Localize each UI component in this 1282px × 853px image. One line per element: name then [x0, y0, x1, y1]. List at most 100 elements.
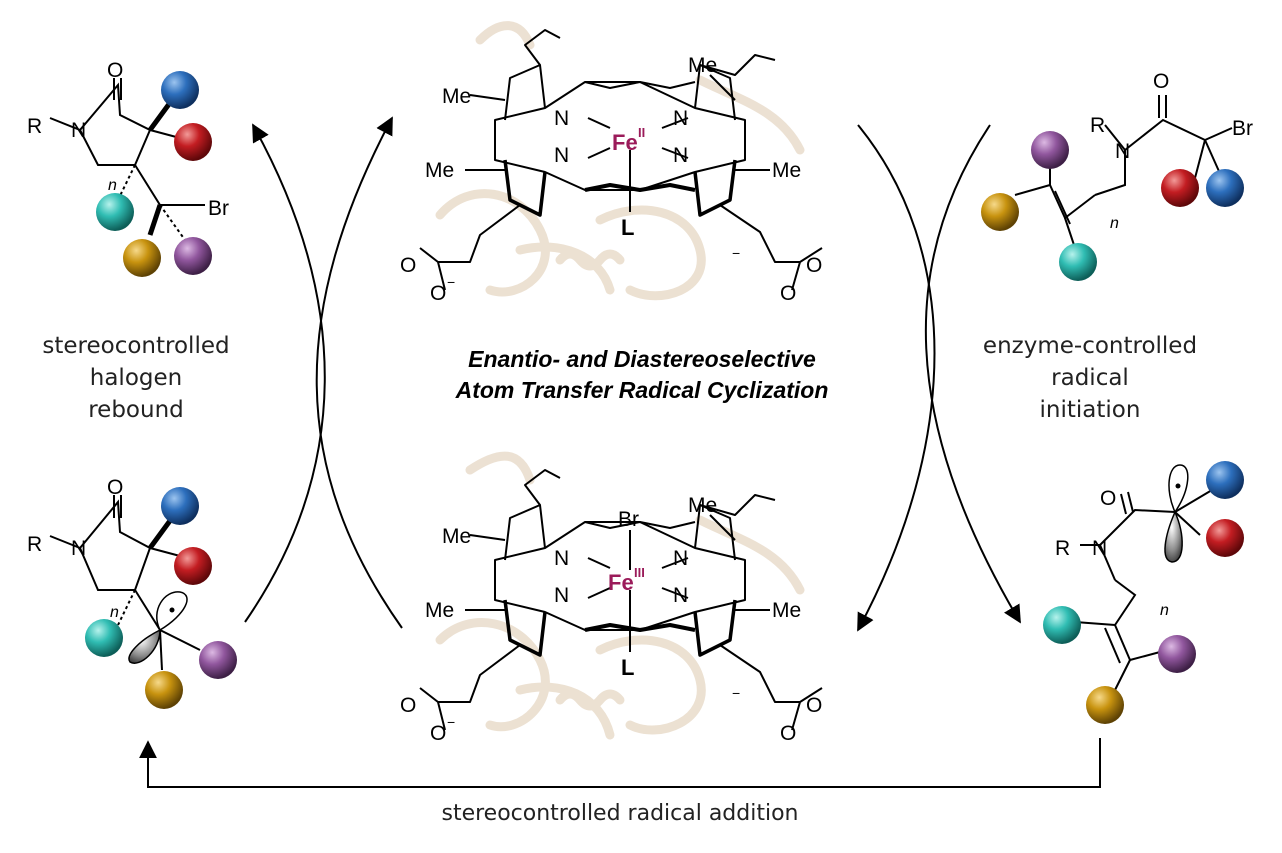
blue-substituent-sphere [1206, 461, 1244, 499]
arrow-right-inner [857, 124, 936, 632]
heme-fe-iii [419, 469, 823, 731]
atom-n: N [673, 584, 688, 607]
chain-length-n: n [110, 604, 119, 621]
chain-length-n: n [1110, 215, 1119, 232]
halogen-rebound-label: stereocontrolled halogen rebound [20, 330, 252, 426]
protein-cartoon-top [435, 21, 805, 301]
radical-initiation-label: enzyme-controlled radical initiation [945, 330, 1235, 426]
cycle-arrows [139, 116, 1101, 788]
label-line: halogen [89, 365, 183, 391]
r-group-label: R [27, 533, 42, 556]
p-orbital-lobe-lower [1164, 510, 1183, 563]
methyl-label: Me [772, 159, 801, 182]
purple-substituent-sphere [174, 237, 212, 275]
charge-label: − [447, 274, 455, 290]
heme-fe-ii [419, 29, 823, 291]
purple-substituent-sphere [1158, 635, 1196, 673]
chain-length-n: n [108, 177, 117, 194]
scheme-title: Enantio- and Diastereoselective Atom Tra… [322, 344, 962, 406]
bromine-label: Br [1232, 117, 1253, 140]
oxygen-label: O [400, 694, 416, 717]
blue-substituent-sphere [161, 71, 199, 109]
cyan-substituent-sphere [1043, 606, 1081, 644]
oxygen-label: O [780, 282, 796, 305]
methyl-label: Me [442, 525, 471, 548]
cyan-substituent-sphere [85, 619, 123, 657]
charge-label: − [447, 714, 455, 730]
purple-substituent-sphere [199, 641, 237, 679]
atom-n: N [1115, 140, 1130, 163]
red-substituent-sphere [174, 123, 212, 161]
atom-n: N [1092, 537, 1107, 560]
alpha-carbonyl-radical [1074, 489, 1213, 691]
label-line: stereocontrolled [42, 333, 230, 359]
label-line: initiation [1039, 397, 1141, 423]
atom-n: N [554, 547, 569, 570]
atom-n: N [554, 144, 569, 167]
oxygen-label: O [806, 694, 822, 717]
radical-dot [169, 607, 175, 613]
charge-label: − [732, 685, 740, 701]
axial-ligand: L [621, 655, 634, 680]
atom-n: N [673, 547, 688, 570]
label-line: radical [1051, 365, 1129, 391]
gold-substituent-sphere [145, 671, 183, 709]
cyan-substituent-sphere [96, 193, 134, 231]
protein-cartoon-bottom [435, 451, 805, 740]
r-group-label: R [27, 115, 42, 138]
purple-substituent-sphere [1031, 131, 1069, 169]
gold-substituent-sphere [981, 193, 1019, 231]
bromine-label: Br [208, 197, 229, 220]
arrow-left-outer [244, 123, 326, 623]
methyl-label: Me [772, 599, 801, 622]
methyl-label: Me [442, 85, 471, 108]
heme-atoms-bottom: N N N N Fe III Br L Me Me Me Me O O − O … [400, 494, 822, 745]
cyan-substituent-sphere [1059, 243, 1097, 281]
arrow-bottom [139, 738, 1101, 788]
iron-oxidation-state: II [638, 125, 645, 140]
oxygen-label: O [1100, 487, 1116, 510]
atom-n: N [71, 537, 86, 560]
radical-dot [1175, 483, 1181, 489]
red-substituent-sphere [1161, 169, 1199, 207]
methyl-label: Me [425, 599, 454, 622]
gold-substituent-sphere [1086, 686, 1124, 724]
heme-atoms-top: N N N N Fe II L Me Me Me Me O O − O O − [400, 54, 822, 305]
red-substituent-sphere [174, 547, 212, 585]
label-line: rebound [88, 397, 184, 423]
title-line: Atom Transfer Radical Cyclization [455, 377, 829, 403]
blue-substituent-sphere [161, 487, 199, 525]
title-line: Enantio- and Diastereoselective [468, 346, 816, 372]
chain-length-n: n [1160, 602, 1169, 619]
atom-n: N [673, 107, 688, 130]
red-substituent-sphere [1206, 519, 1244, 557]
oxygen-label: O [107, 59, 123, 82]
oxygen-label: O [430, 282, 446, 305]
oxygen-label: O [1153, 70, 1169, 93]
substrate-bromoamide [1014, 95, 1233, 249]
methyl-label: Me [688, 54, 717, 77]
oxygen-label: O [780, 722, 796, 745]
arrow-right-outer [924, 124, 1021, 624]
methyl-label: Me [425, 159, 454, 182]
bromine-label: Br [618, 508, 639, 531]
atom-n: N [554, 584, 569, 607]
oxygen-label: O [107, 476, 123, 499]
oxygen-label: O [430, 722, 446, 745]
atom-n: N [673, 144, 688, 167]
axial-ligand: L [621, 215, 634, 240]
atom-n: N [554, 107, 569, 130]
blue-substituent-sphere [1206, 169, 1244, 207]
gold-substituent-sphere [123, 239, 161, 277]
iron-oxidation-state: III [634, 565, 645, 580]
iron-atom: Fe [608, 570, 634, 595]
oxygen-label: O [806, 254, 822, 277]
oxygen-label: O [400, 254, 416, 277]
radical-addition-label: stereocontrolled radical addition [441, 801, 799, 826]
r-group-label: R [1055, 537, 1070, 560]
charge-label: − [732, 245, 740, 261]
r-group-label: R [1090, 114, 1105, 137]
p-orbital-lobe-lower [128, 628, 161, 664]
